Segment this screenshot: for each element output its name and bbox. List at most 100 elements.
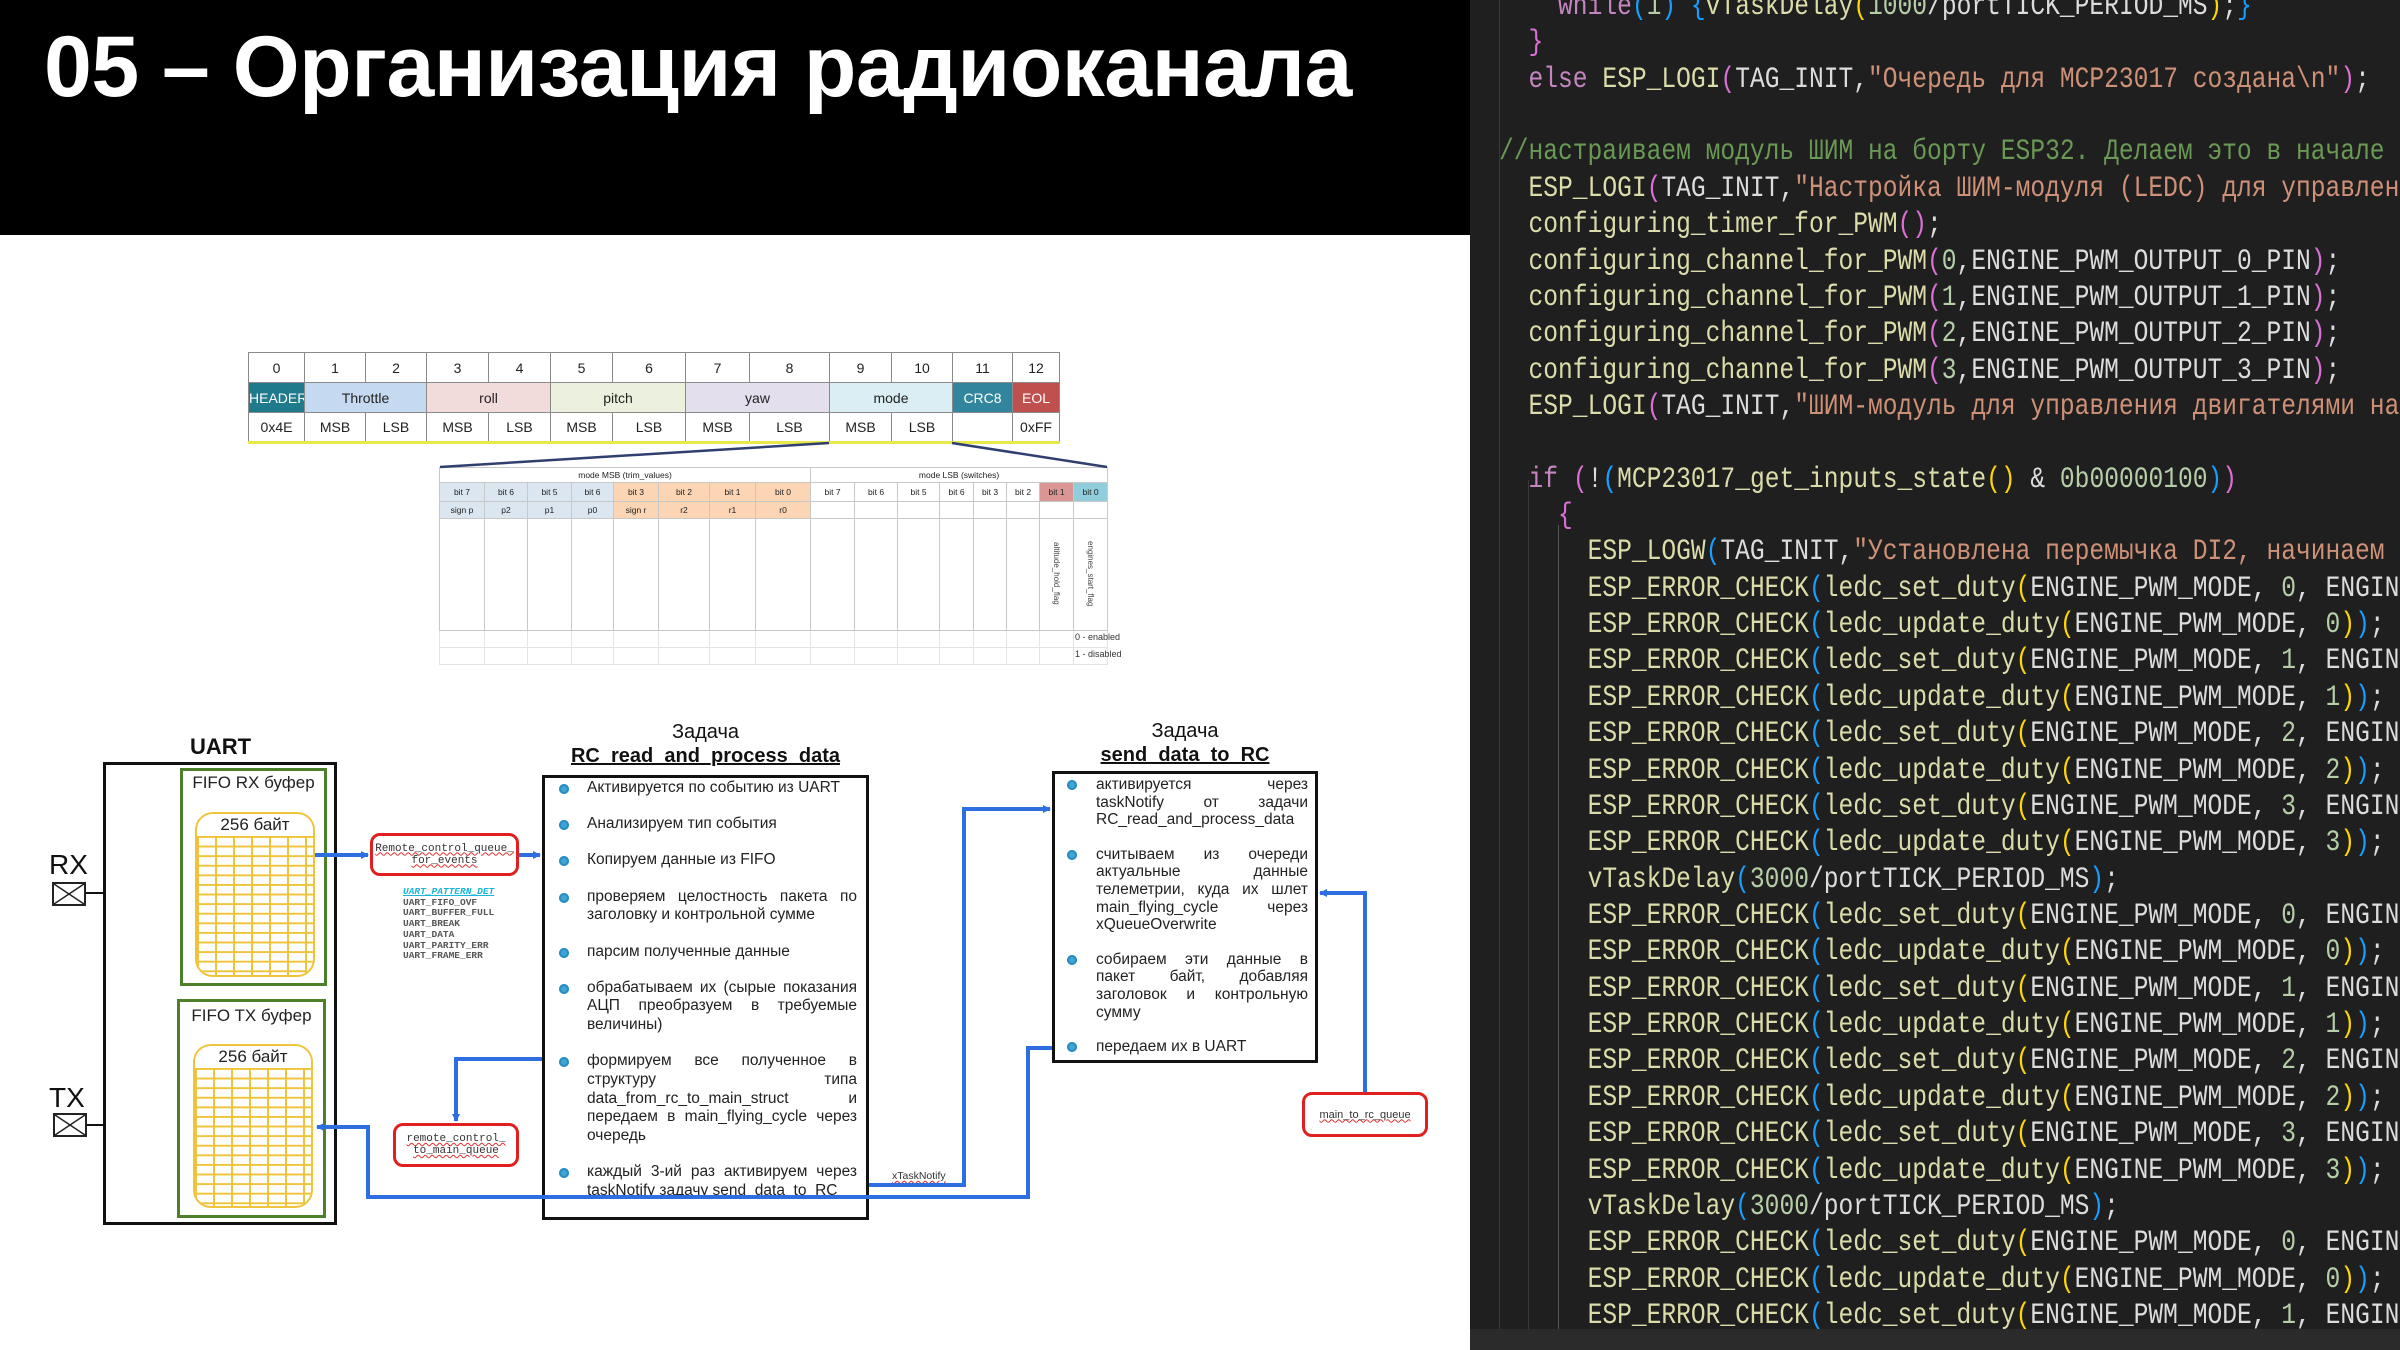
legend-cell — [658, 630, 710, 648]
byte-index: 10 — [891, 352, 953, 383]
legend-cell — [810, 630, 856, 648]
tx-size-label: 256 байт — [195, 1047, 311, 1067]
code-line[interactable]: ESP_LOGW(TAG_INIT,"Установлена перемычка… — [1587, 536, 2400, 570]
code-line[interactable]: ESP_ERROR_CHECK(ledc_set_duty(ENGINE_PWM… — [1587, 1299, 2400, 1333]
bullet-icon — [559, 784, 569, 794]
mode-bits-table: mode MSB (trim_values)mode LSB (switches… — [438, 467, 1109, 665]
byte-index: 3 — [426, 352, 489, 383]
code-line[interactable]: else ESP_LOGI(TAG_INIT,"Очередь для MCP2… — [1528, 63, 2370, 97]
flag-cell — [439, 518, 485, 631]
field-eol: EOL — [1012, 382, 1060, 413]
legend-cell — [897, 647, 941, 665]
legend-cell — [1006, 647, 1041, 665]
code-line[interactable]: ESP_ERROR_CHECK(ledc_set_duty(ENGINE_PWM… — [1587, 572, 2400, 606]
bit-value — [1073, 501, 1109, 519]
tx-buffer-grid: 256 байт — [193, 1044, 313, 1208]
code-lines[interactable]: while(1) {vTaskDelay(1000/portTICK_PERIO… — [1499, 0, 2400, 1335]
indent-guide — [1499, 0, 1500, 1330]
code-line[interactable]: ESP_ERROR_CHECK(ledc_update_duty(ENGINE_… — [1587, 681, 2385, 715]
code-line[interactable]: while(1) {vTaskDelay(1000/portTICK_PERIO… — [1558, 0, 2252, 24]
code-line[interactable]: ESP_ERROR_CHECK(ledc_update_duty(ENGINE_… — [1587, 1154, 2385, 1188]
code-line[interactable]: ESP_ERROR_CHECK(ledc_set_duty(ENGINE_PWM… — [1587, 1118, 2400, 1151]
legend-cell — [1006, 630, 1041, 648]
indent-guide — [1528, 480, 1529, 1330]
legend-cell — [939, 630, 975, 648]
mode-group: mode LSB (switches) — [810, 467, 1109, 483]
legend-cell — [571, 647, 614, 665]
task-step: Копируем данные из FIFO — [559, 851, 857, 870]
code-line[interactable]: vTaskDelay(3000/portTICK_PERIOD_MS); — [1587, 1190, 2119, 1224]
bit-cell: bit 2 — [1006, 482, 1041, 502]
rx-buffer-grid: 256 байт — [195, 812, 315, 977]
slide-title: 05 – Организация радиоканала — [44, 19, 1352, 115]
flag-cell — [973, 518, 1008, 631]
remote-control-queue-box: Remote_control_queue_ for_events — [370, 833, 519, 876]
byte-index: 5 — [550, 352, 613, 383]
task2-name: send_data_to_RC — [1100, 744, 1270, 766]
code-line[interactable]: ESP_ERROR_CHECK(ledc_set_duty(ENGINE_PWM… — [1587, 718, 2400, 752]
code-line[interactable]: vTaskDelay(3000/portTICK_PERIOD_MS); — [1587, 863, 2119, 897]
task2-box — [1052, 771, 1318, 1063]
code-line[interactable]: //настраиваем модуль ШИМ на борту ESP32.… — [1499, 136, 2385, 170]
legend-cell — [709, 647, 756, 665]
queue-events-line1: Remote_control_queue_ — [375, 842, 514, 855]
task-step-text: Активируется по событию из UART — [587, 779, 841, 796]
legend-cell — [939, 647, 975, 665]
legend-row — [439, 630, 1109, 648]
flag-cell — [939, 518, 975, 631]
bit-value — [1039, 501, 1075, 519]
code-line[interactable]: ESP_ERROR_CHECK(ledc_set_duty(ENGINE_PWM… — [1587, 1227, 2400, 1261]
legend-cell — [484, 647, 528, 665]
byte-role: MSB — [685, 412, 750, 443]
mode-group: mode MSB (trim_values) — [438, 467, 812, 483]
task-step: собираем эти данные в пакет байт, добавл… — [1067, 951, 1308, 1021]
task2-steps: активируется через taskNotify от задачи … — [1067, 776, 1308, 1073]
legend-cell — [658, 647, 710, 665]
flag-cell — [613, 518, 659, 631]
flag-cell — [484, 518, 528, 631]
code-line[interactable]: configuring_channel_for_PWM(2,ENGINE_PWM… — [1528, 318, 2341, 352]
queue-main-line2: to_main_queue — [413, 1145, 499, 1157]
code-line[interactable]: configuring_channel_for_PWM(3,ENGINE_PWM… — [1528, 354, 2341, 388]
code-line[interactable]: if (!(MCP23017_get_inputs_state() & 0b00… — [1528, 463, 2238, 497]
byte-index: 0 — [248, 352, 305, 383]
code-line[interactable]: ESP_ERROR_CHECK(ledc_update_duty(ENGINE_… — [1587, 754, 2385, 788]
bit-value: r0 — [754, 501, 812, 519]
code-line[interactable]: configuring_channel_for_PWM(1,ENGINE_PWM… — [1528, 281, 2341, 315]
legend-cell — [439, 647, 485, 665]
code-line[interactable]: ESP_ERROR_CHECK(ledc_update_duty(ENGINE_… — [1587, 1008, 2385, 1042]
legend-cell — [1039, 630, 1075, 648]
code-line[interactable]: ESP_ERROR_CHECK(ledc_update_duty(ENGINE_… — [1587, 1263, 2385, 1297]
code-line[interactable]: ESP_ERROR_CHECK(ledc_update_duty(ENGINE_… — [1587, 1081, 2385, 1115]
code-line[interactable]: ESP_ERROR_CHECK(ledc_set_duty(ENGINE_PWM… — [1587, 645, 2400, 679]
code-line[interactable]: ESP_ERROR_CHECK(ledc_set_duty(ENGINE_PWM… — [1587, 899, 2400, 933]
code-line[interactable]: ESP_ERROR_CHECK(ledc_update_duty(ENGINE_… — [1587, 608, 2385, 642]
code-line[interactable]: ESP_ERROR_CHECK(ledc_set_duty(ENGINE_PWM… — [1587, 790, 2400, 824]
field-yaw: yaw — [685, 382, 830, 413]
code-line[interactable]: configuring_timer_for_PWM(); — [1528, 209, 1942, 242]
code-line[interactable]: ESP_ERROR_CHECK(ledc_update_duty(ENGINE_… — [1587, 936, 2385, 970]
code-editor[interactable]: while(1) {vTaskDelay(1000/portTICK_PERIO… — [1470, 0, 2400, 1350]
remote-control-to-main-queue-box: remote_control_ to_main_queue — [393, 1123, 519, 1167]
legend-cell — [973, 647, 1008, 665]
byte-role: LSB — [749, 412, 830, 443]
field-crc8: CRC8 — [952, 382, 1013, 413]
flag-cell — [658, 518, 710, 631]
code-line[interactable]: ESP_LOGI(TAG_INIT,"ШИМ-модуль для управл… — [1528, 390, 2400, 424]
code-line[interactable]: configuring_channel_for_PWM(0,ENGINE_PWM… — [1528, 245, 2341, 279]
code-line[interactable]: { — [1558, 499, 1573, 533]
legend-cell — [613, 647, 659, 665]
rx-pin-icon — [52, 882, 86, 906]
task1-caption: Задача — [671, 721, 740, 743]
uart-event: UART_FRAME_ERR — [403, 950, 483, 962]
flag-cell — [754, 518, 812, 631]
code-line[interactable]: } — [1528, 27, 1544, 61]
flag-label: engines_start_flag — [1086, 540, 1096, 607]
code-line[interactable]: ESP_ERROR_CHECK(ledc_set_duty(ENGINE_PWM… — [1587, 1045, 2400, 1079]
bit-cell: bit 7 — [810, 482, 856, 502]
uart-event: UART_PATTERN_DET — [403, 886, 495, 897]
code-line[interactable]: ESP_ERROR_CHECK(ledc_set_duty(ENGINE_PWM… — [1587, 972, 2400, 1006]
code-line[interactable]: ESP_LOGI(TAG_INIT,"Настройка ШИМ-модуля … — [1528, 172, 2400, 206]
code-line[interactable]: ESP_ERROR_CHECK(ledc_update_duty(ENGINE_… — [1587, 827, 2385, 861]
